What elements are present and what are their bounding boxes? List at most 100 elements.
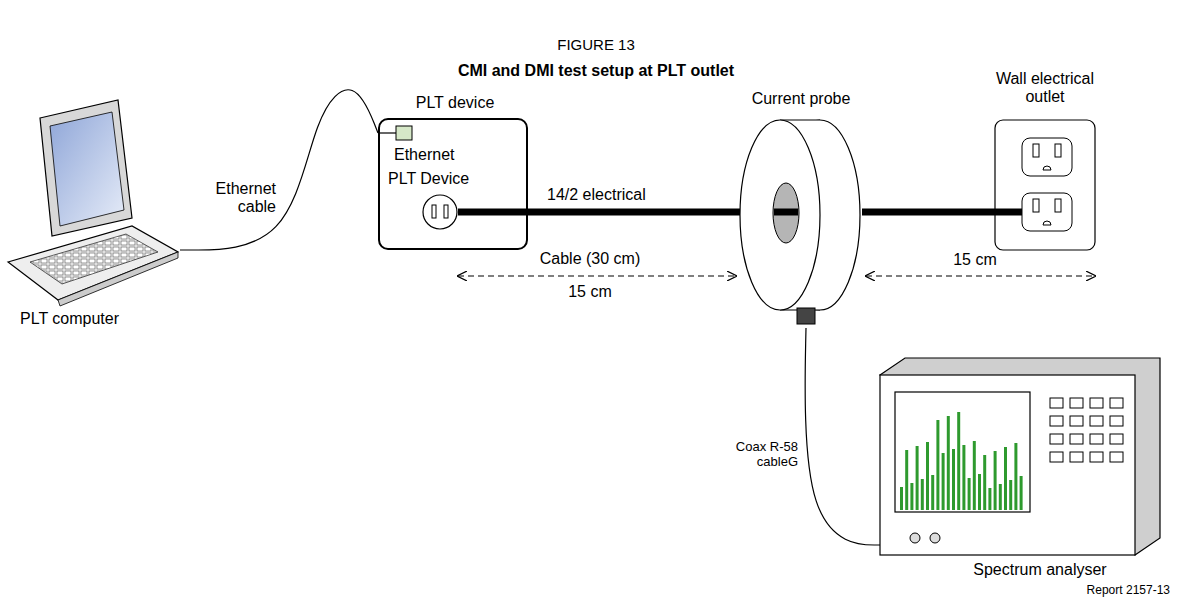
spectrum-bar [957, 412, 960, 510]
analyser-front [880, 375, 1135, 555]
dimension-label: Cable (30 cm) [520, 250, 660, 268]
keypad-button [1090, 416, 1103, 426]
keypad-button [1070, 398, 1083, 408]
keypad-button [1050, 416, 1063, 426]
current-probe-illustration [740, 120, 860, 324]
spectrum-bar [968, 478, 971, 510]
keypad-button [1090, 398, 1103, 408]
analyser-knob [930, 533, 940, 543]
socket-slot [1033, 144, 1039, 157]
node-heading: PLT device [380, 94, 530, 112]
ground-hole [1043, 166, 1051, 170]
node-label: Spectrum analyser [940, 561, 1140, 579]
socket-slot [1055, 199, 1061, 212]
power-cable [995, 209, 1022, 216]
dimension-lines [458, 276, 1095, 277]
spectrum-bar [1004, 447, 1007, 510]
analyser-housing [880, 358, 1160, 555]
spectrum-analyser: Spectrum analyser [880, 375, 1135, 555]
spectrum-bar [994, 451, 997, 510]
laptop-illustration [8, 100, 178, 306]
spectrum-bar [988, 488, 991, 510]
spectrum-bar [983, 455, 986, 510]
socket-label: PLT Device [388, 170, 469, 188]
analyser-screen [895, 392, 1030, 512]
keypad-button [1050, 434, 1063, 444]
keypad-button [1090, 434, 1103, 444]
spectrum-bar [952, 449, 955, 510]
device-socket [423, 195, 457, 229]
laptop-edge [58, 252, 178, 306]
port-label: Ethernet [394, 146, 454, 164]
outlet-socket [1022, 138, 1072, 176]
probe-front [740, 120, 820, 310]
spectrum-bar [1014, 443, 1017, 510]
ethernet-cable [180, 90, 378, 250]
spectrum-bar [973, 441, 976, 510]
laptop-lid [40, 100, 132, 236]
socket-slot [1055, 144, 1061, 157]
ethernet-jack [396, 126, 412, 140]
cable-label: 14/2 electrical [545, 186, 648, 204]
keypad-button [1050, 452, 1063, 462]
spectrum-bar [900, 487, 903, 510]
spectrum-bar [921, 479, 924, 510]
probe-hole [773, 183, 799, 243]
power-cable [774, 209, 798, 216]
spectrum-bar [947, 416, 950, 510]
keypad-button [1070, 452, 1083, 462]
outlet-plate [995, 120, 1095, 250]
power-cable [528, 209, 740, 216]
socket-slot [432, 205, 436, 218]
node-heading: Wall electrical outlet [980, 70, 1110, 107]
computer-node: PLT computer [5, 95, 180, 307]
keypad-button [1070, 416, 1083, 426]
power-cable [458, 209, 528, 216]
spectrum-bar [962, 445, 965, 510]
node-label: PLT computer [20, 310, 119, 328]
cable-label: Ethernet cable [200, 180, 278, 217]
outlet-socket [1022, 193, 1072, 231]
keypad-button [1110, 398, 1123, 408]
dimension-line [458, 275, 736, 276]
keypad-button [1090, 452, 1103, 462]
laptop-screen [50, 112, 124, 226]
keypad-button [1050, 398, 1063, 408]
spectrum-bar [936, 420, 939, 510]
spectrum-analyser-illustration [880, 358, 1160, 555]
keypad-button [1110, 434, 1123, 444]
socket-slot [1033, 199, 1039, 212]
spectrum-bar [942, 453, 945, 510]
ground-hole [1043, 221, 1051, 225]
dimension-line [866, 275, 1095, 276]
keypad-button [1110, 452, 1123, 462]
report-number: Report 2157-13 [1000, 584, 1170, 598]
spectrum-bar [1020, 476, 1023, 510]
plt-device-parts [378, 126, 528, 229]
keypad-button [1070, 434, 1083, 444]
spectrum-bar [916, 446, 919, 510]
ethernet-plug [378, 132, 396, 133]
spectrum-bar [1009, 480, 1012, 510]
cable-label: Coax R-58 cableG [722, 440, 800, 470]
coax-cable [805, 328, 880, 545]
socket-slot [444, 205, 448, 218]
wall-outlet: Wall electrical outlet [995, 120, 1095, 250]
analyser-knob [910, 533, 920, 543]
spectrum-bar [931, 475, 934, 510]
spectrum-bar [905, 450, 908, 510]
dimension-label: 15 cm [540, 283, 640, 301]
spectrum-bar [999, 484, 1002, 510]
wall-outlet-illustration [995, 120, 1095, 250]
node-heading: Current probe [726, 90, 876, 108]
figure-number: FIGURE 13 [0, 36, 1192, 53]
keypad-button [1110, 416, 1123, 426]
spectrum-bar [978, 474, 981, 510]
laptop-keyboard [30, 234, 158, 284]
probe-connector [797, 308, 815, 324]
power-cable [862, 209, 995, 216]
current-probe: Current probe [740, 118, 862, 328]
spectrum-bar [926, 442, 929, 510]
